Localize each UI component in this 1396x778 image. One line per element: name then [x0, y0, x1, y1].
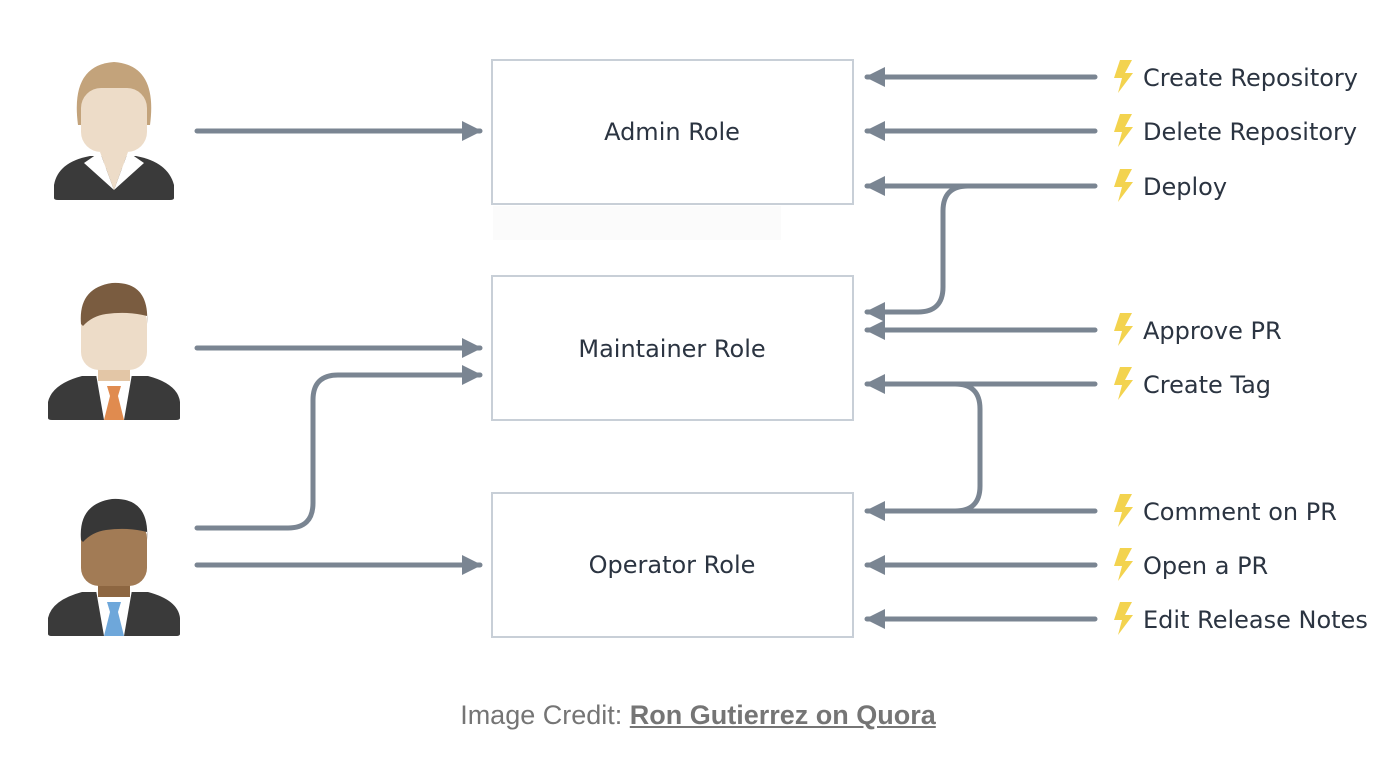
permission-label: Approve PR: [1143, 317, 1282, 345]
permission-label: Deploy: [1143, 173, 1227, 201]
female-user-icon: [54, 62, 174, 200]
permission-label: Create Repository: [1143, 64, 1358, 92]
permission-label: Edit Release Notes: [1143, 606, 1368, 634]
admin-role-label: Admin Role: [604, 118, 740, 146]
image-credit-prefix: Image Credit:: [460, 700, 630, 730]
operator-role-box: Operator Role: [491, 492, 854, 638]
image-credit-link[interactable]: Ron Gutierrez on Quora: [629, 700, 936, 730]
rbac-diagram: Admin Role Maintainer Role Operator Role…: [48, 59, 1368, 638]
permission-label: Comment on PR: [1143, 498, 1337, 526]
permission-label: Delete Repository: [1143, 118, 1357, 146]
permission-delete-repository: Delete Repository: [1114, 114, 1357, 147]
permission-comment-on-pr: Comment on PR: [1114, 494, 1337, 527]
lightning-bolt-icon: [1114, 60, 1133, 93]
operator-role-label: Operator Role: [589, 551, 756, 579]
permission-create-repository: Create Repository: [1114, 60, 1358, 93]
permission-approve-pr: Approve PR: [1114, 313, 1282, 346]
lightning-bolt-icon: [1114, 169, 1133, 202]
male-user-dark-icon: [48, 498, 180, 636]
male-user-icon: [48, 282, 180, 420]
maintainer-role-label: Maintainer Role: [578, 335, 765, 363]
permission-label: Open a PR: [1143, 552, 1268, 580]
permission-edit-release-notes: Edit Release Notes: [1114, 602, 1368, 635]
permission-open-a-pr: Open a PR: [1114, 548, 1268, 581]
image-credit: Image Credit: Ron Gutierrez on Quora: [0, 700, 1396, 731]
lightning-bolt-icon: [1114, 367, 1133, 400]
admin-role-box: Admin Role: [491, 59, 854, 205]
lightning-bolt-icon: [1114, 114, 1133, 147]
operator-user-to-maintainer-role-arrow: [194, 365, 483, 531]
lightning-bolt-icon: [1114, 313, 1133, 346]
maintainer-role-box: Maintainer Role: [491, 275, 854, 421]
lightning-bolt-icon: [1114, 602, 1133, 635]
create-tag-to-operator-arrow: [952, 381, 983, 514]
permission-deploy: Deploy: [1114, 169, 1227, 202]
deploy-to-maintainer-arrow: [864, 183, 971, 322]
admin-role-shadow: [493, 206, 781, 240]
permission-label: Create Tag: [1143, 371, 1271, 399]
lightning-bolt-icon: [1114, 548, 1133, 581]
lightning-bolt-icon: [1114, 494, 1133, 527]
permission-create-tag: Create Tag: [1114, 367, 1271, 400]
